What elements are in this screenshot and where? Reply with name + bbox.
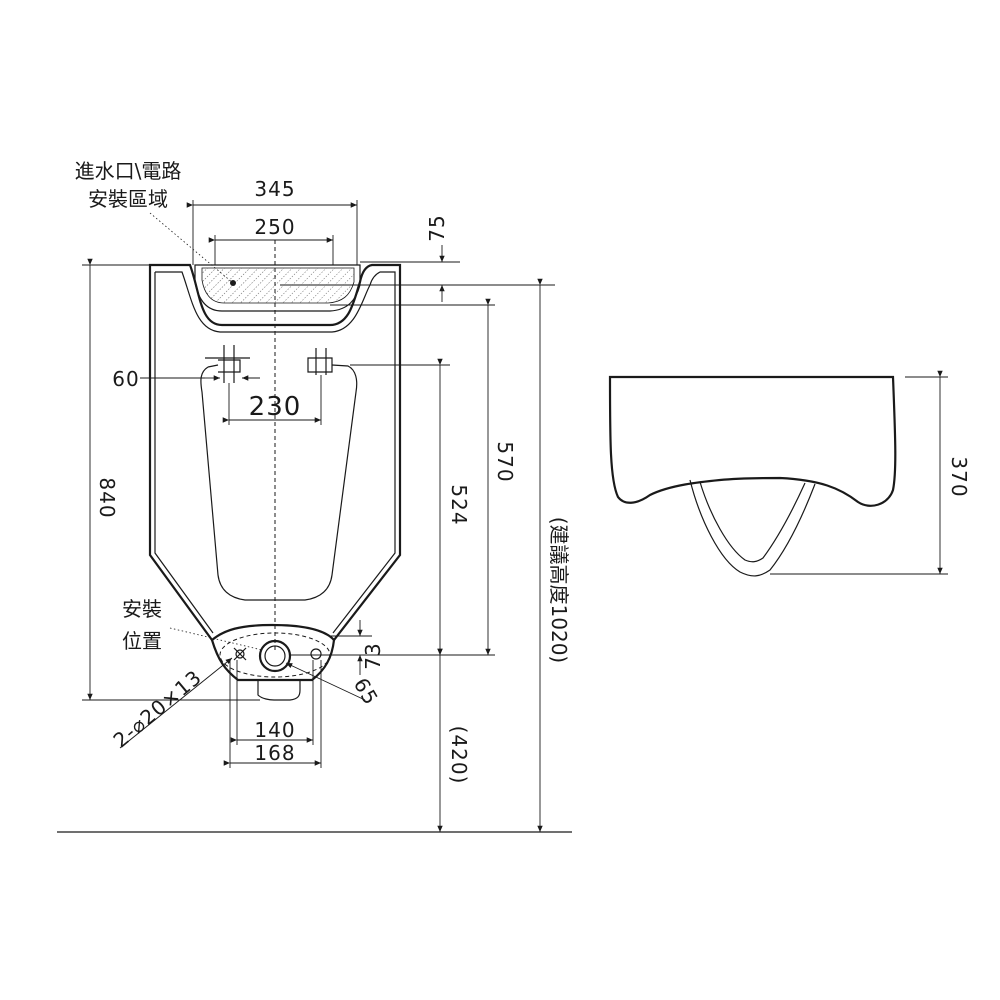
dim-75-label: 75	[425, 214, 449, 241]
dim-524: 524	[350, 358, 471, 655]
dim-60-label: 60	[112, 367, 139, 391]
inlet-area-label-1: 進水口\電路	[75, 159, 182, 183]
dim-250: 250	[208, 215, 334, 265]
dim-570: 570	[330, 298, 517, 655]
suggested-height-label: (建議高度1020)	[547, 517, 571, 664]
dim-840-label: 840	[95, 477, 119, 518]
install-pos-label-2: 位置	[122, 629, 162, 653]
dim-250-label: 250	[254, 215, 295, 239]
dim-345: 345	[186, 177, 358, 265]
side-body	[608, 375, 897, 507]
dim-60: 60	[112, 367, 260, 391]
dim-420-label: (420)	[447, 726, 471, 785]
mounting-bolt-left	[205, 345, 250, 383]
dim-230: 230	[222, 375, 322, 425]
dim-140-168: 140 168	[223, 660, 322, 768]
dim-65-label: 65	[349, 674, 384, 710]
side-view: 370	[608, 370, 971, 577]
side-lip	[689, 479, 816, 577]
dim-370-label: 370	[947, 456, 971, 497]
inlet-area-label-2: 安裝區域	[88, 187, 168, 211]
dim-345-label: 345	[254, 177, 295, 201]
dim-73-label: 73	[361, 642, 385, 669]
dim-370: 370	[770, 370, 971, 575]
inlet-hatch-area	[201, 267, 355, 304]
mounting-bolt-right	[307, 348, 333, 375]
install-pos-label-1: 安裝	[122, 597, 162, 621]
urinal-inner-outline	[154, 271, 396, 634]
dim-1020: (建議高度1020)	[400, 278, 571, 832]
dim-73: 73	[330, 620, 385, 675]
dim-840: 840	[82, 258, 260, 701]
dim-168-label: 168	[254, 741, 295, 765]
dim-570-label: 570	[493, 441, 517, 482]
urinal-outer-body	[148, 263, 402, 642]
front-view: 345 250 75 60 230	[57, 159, 572, 833]
dim-524-label: 524	[447, 484, 471, 525]
dim-140-label: 140	[254, 718, 295, 742]
bolt-spec-label: 2-⌀20×13	[109, 665, 207, 753]
dim-420: (420)	[437, 648, 471, 832]
inlet-basin	[194, 264, 361, 312]
dim-230-label: 230	[249, 392, 302, 422]
inner-bowl	[200, 364, 358, 601]
